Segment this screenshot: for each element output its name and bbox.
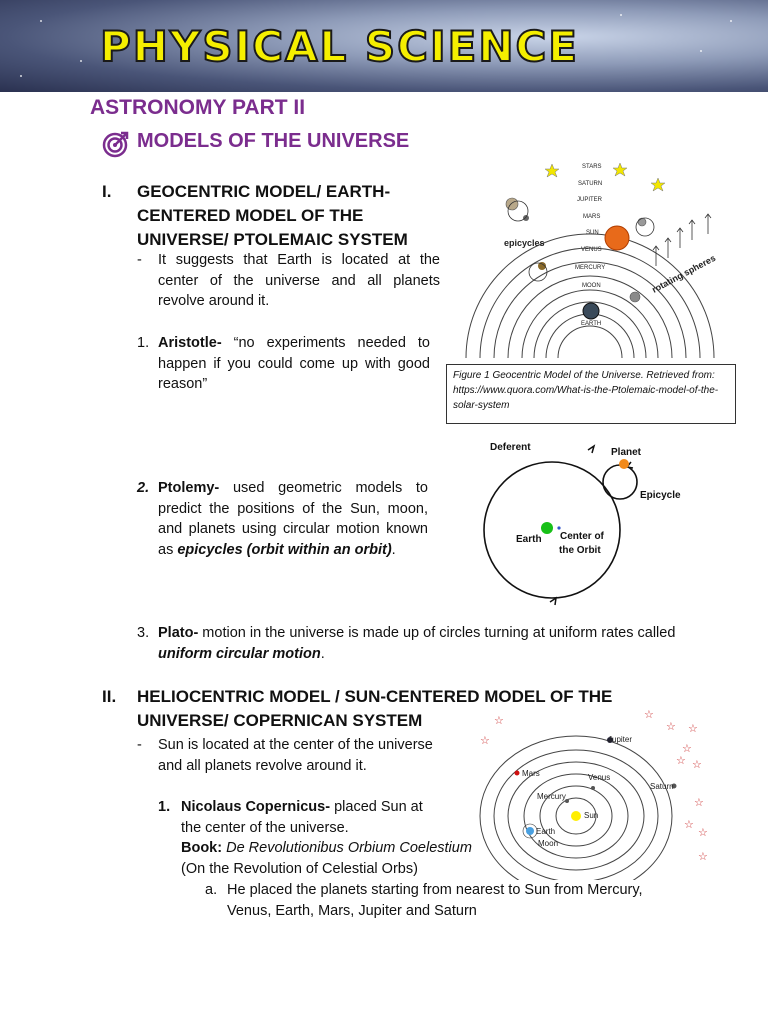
- svg-text:☆: ☆: [698, 827, 708, 839]
- copernicus-item: Nicolaus Copernicus- placed Sun at: [181, 799, 423, 815]
- section-subtitle: MODELS OF THE UNIVERSE: [137, 130, 410, 152]
- venus-icon: [591, 786, 595, 790]
- fig1-label-saturn: SATURN: [578, 181, 602, 187]
- fig3-label-jupiter: Jupiter: [608, 735, 632, 744]
- section-title: ASTRONOMY PART II: [90, 96, 306, 119]
- geo-description: It suggests that Earth is located at the…: [158, 252, 440, 309]
- ptolemy-item: Ptolemy- used geometric models to predic…: [158, 480, 428, 558]
- aristotle-item: Aristotle- “no experiments needed to hap…: [158, 335, 430, 392]
- copernicus-translation: (On the Revolution of Celestial Orbs): [181, 861, 418, 877]
- geocentric-diagram: STARS SATURN JUPITER MARS SUN VENUS MERC…: [465, 162, 717, 358]
- fig3-label-moon: Moon: [538, 839, 558, 848]
- sun-icon: [604, 225, 630, 251]
- fig3-label-venus: Venus: [588, 773, 610, 782]
- fig3-label-saturn: Saturn: [650, 782, 674, 791]
- copernicus-sub-2: Venus, Earth, Mars, Jupiter and Saturn: [227, 903, 477, 919]
- fig3-label-earth: Earth: [536, 827, 555, 836]
- svg-text:☆: ☆: [692, 759, 702, 771]
- sun-icon: [571, 811, 581, 821]
- svg-text:☆: ☆: [480, 735, 490, 747]
- jupiter-icon: [607, 737, 613, 743]
- helio-heading-1: HELIOCENTRIC MODEL / SUN-CENTERED MODEL …: [137, 687, 613, 706]
- fig2-label-center: Center of: [560, 531, 605, 542]
- fig2-label-orbit: the Orbit: [559, 545, 601, 556]
- geo-numeral: I.: [102, 182, 112, 201]
- saturn-icon: [505, 197, 519, 211]
- plato-item: Plato- motion in the universe is made up…: [158, 625, 676, 662]
- fig3-label-mars: Mars: [522, 769, 540, 778]
- copernicus-text-2: the center of the universe.: [181, 820, 349, 836]
- epicycle-diagram: Deferent Planet Epicycle Earth Center of…: [483, 442, 681, 606]
- planet-icon: [619, 459, 629, 469]
- geo-bullet: -: [137, 252, 142, 268]
- earth-icon: [526, 827, 534, 835]
- svg-text:☆: ☆: [698, 851, 708, 863]
- planet-icon: [538, 262, 546, 270]
- fig1-label-moon: MOON: [582, 283, 601, 289]
- svg-text:☆: ☆: [494, 715, 504, 727]
- fig1-label-jupiter: JUPITER: [577, 197, 603, 203]
- mercury-icon: [565, 799, 569, 803]
- copernicus-sub-letter: a.: [205, 882, 218, 898]
- geo-heading-1: GEOCENTRIC MODEL/ EARTH-: [137, 182, 391, 201]
- helio-numeral: II.: [102, 687, 117, 706]
- svg-text:☆: ☆: [676, 755, 686, 767]
- geo-heading-2: CENTERED MODEL OF THE: [137, 206, 364, 225]
- fig1-label-mars: MARS: [583, 214, 600, 220]
- helio-bullet: -: [137, 737, 142, 753]
- fig3-label-mercury: Mercury: [537, 792, 566, 801]
- aristotle-num: 1.: [137, 335, 150, 351]
- svg-text:☆: ☆: [694, 797, 704, 809]
- header-banner: PHYSICAL SCIENCE: [0, 0, 768, 92]
- earth-icon: [541, 522, 553, 534]
- copernicus-num: 1.: [158, 799, 171, 815]
- fig2-label-planet: Planet: [611, 447, 642, 458]
- moon-icon: [629, 291, 641, 303]
- heliocentric-diagram: Jupiter Mars Venus Mercury Saturn Sun Ea…: [479, 709, 708, 880]
- fig2-label-deferent: Deferent: [490, 442, 531, 453]
- star-icon: ☆ ☆ ☆ ☆ ☆ ☆ ☆ ☆ ☆ ☆ ☆ ☆: [480, 709, 708, 863]
- plato-num: 3.: [137, 625, 150, 641]
- fig2-label-epicycle: Epicycle: [640, 490, 681, 501]
- helio-desc-2: and all planets revolve around it.: [158, 758, 367, 774]
- copernicus-book: Book: De Revolutionibus Orbium Coelestiu…: [181, 840, 472, 856]
- fig1-label-mercury: MERCURY: [575, 265, 605, 271]
- target-icon: [102, 131, 129, 158]
- fig1-label-epicycles: epicycles: [504, 238, 545, 248]
- star-icon: [544, 162, 666, 192]
- earth-icon: [582, 302, 600, 320]
- banner-title: PHYSICAL SCIENCE: [99, 21, 579, 72]
- fig2-label-earth: Earth: [516, 534, 542, 545]
- ptolemy-num: 2.: [137, 480, 150, 496]
- svg-text:☆: ☆: [644, 709, 654, 721]
- planet-icon: [637, 217, 647, 227]
- fig1-label-earth: EARTH: [581, 321, 601, 327]
- helio-heading-2: UNIVERSE/ COPERNICAN SYSTEM: [137, 711, 423, 730]
- svg-text:☆: ☆: [688, 723, 698, 735]
- orbit-center-icon: [557, 526, 561, 530]
- planet-icon: [523, 215, 529, 221]
- figure-1-caption: Figure 1 Geocentric Model of the Univers…: [446, 364, 736, 424]
- svg-text:☆: ☆: [682, 743, 692, 755]
- geo-heading-3: UNIVERSE/ PTOLEMAIC SYSTEM: [137, 230, 408, 249]
- mars-icon: [514, 770, 520, 776]
- fig1-label-stars: STARS: [582, 164, 602, 170]
- fig1-label-venus: VENUS: [581, 247, 602, 253]
- svg-text:☆: ☆: [666, 721, 676, 733]
- fig1-label-sun: SUN: [586, 230, 599, 236]
- copernicus-sub-1: He placed the planets starting from near…: [227, 882, 643, 898]
- svg-text:☆: ☆: [684, 819, 694, 831]
- helio-desc-1: Sun is located at the center of the univ…: [158, 737, 433, 753]
- fig3-label-sun: Sun: [584, 811, 598, 820]
- saturn-icon: [671, 783, 677, 789]
